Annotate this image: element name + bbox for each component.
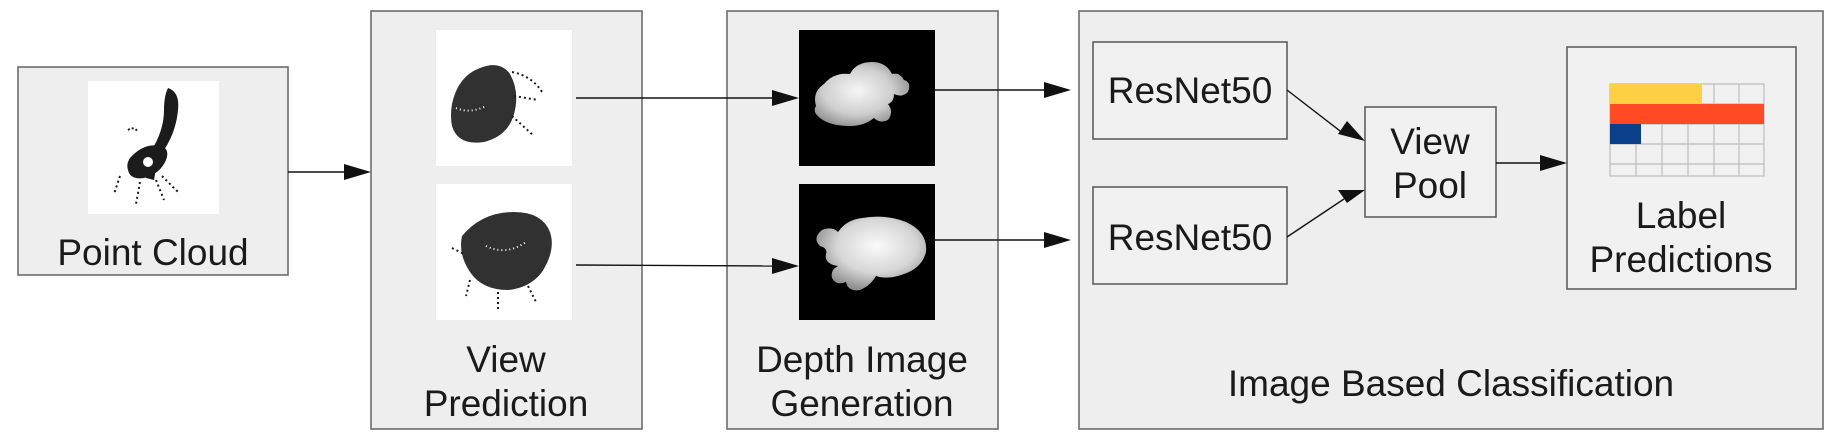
prediction-bar-3 bbox=[1610, 124, 1641, 144]
depth-shape-top bbox=[814, 62, 910, 126]
view-pool-box bbox=[1364, 106, 1497, 218]
point-cloud-panel: Point Cloud bbox=[17, 66, 289, 276]
view-prediction-label-line1: View bbox=[466, 339, 546, 380]
label-predictions-label-line1: Label bbox=[1636, 195, 1727, 236]
view-pool-label-line1: View bbox=[1390, 121, 1470, 162]
arrow-viewpool-to-predictions bbox=[1496, 155, 1567, 171]
arrow-depth-top-to-resnet bbox=[935, 82, 1071, 98]
arrow-depth-bottom-to-resnet bbox=[935, 232, 1071, 248]
depth-generation-panel: Depth Image Generation bbox=[726, 10, 999, 430]
arrow-resnet-top-to-viewpool bbox=[1286, 89, 1365, 141]
arrow-pointcloud-to-views bbox=[288, 164, 371, 180]
view-prediction-label-line2: Prediction bbox=[424, 383, 589, 424]
arrow-view-bottom-to-depth bbox=[575, 258, 799, 274]
depth-shape-bottom bbox=[816, 216, 927, 291]
resnet-top-box bbox=[1092, 41, 1288, 140]
classification-label: Image Based Classification bbox=[1228, 363, 1674, 404]
arrow-resnet-bottom-to-viewpool bbox=[1286, 190, 1365, 238]
prediction-bar-1 bbox=[1610, 84, 1702, 104]
prediction-bar-2 bbox=[1610, 104, 1764, 124]
prediction-bars bbox=[1610, 84, 1764, 144]
classification-panel: ResNet50 ResNet50 View Pool Label Predic… bbox=[1078, 10, 1824, 430]
point-cloud-label: Point Cloud bbox=[57, 232, 248, 273]
resnet-bottom-label: ResNet50 bbox=[1108, 217, 1273, 258]
point-cloud-shape bbox=[113, 88, 179, 205]
label-predictions-label-line2: Predictions bbox=[1589, 239, 1772, 280]
view-shape-bottom bbox=[451, 212, 552, 310]
resnet-top-label: ResNet50 bbox=[1108, 70, 1273, 111]
view-prediction-panel: View Prediction bbox=[370, 10, 643, 430]
resnet-bottom-box bbox=[1092, 186, 1288, 285]
depth-generation-label-line2: Generation bbox=[770, 383, 953, 424]
arrow-view-top-to-depth bbox=[576, 90, 799, 106]
view-pool-label-line2: Pool bbox=[1393, 165, 1467, 206]
depth-generation-label-line1: Depth Image bbox=[756, 339, 968, 380]
view-shape-top bbox=[451, 65, 543, 143]
